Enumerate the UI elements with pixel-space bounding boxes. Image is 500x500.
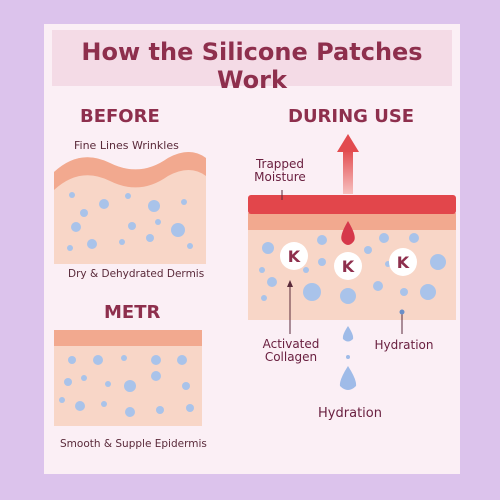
during-bubbles-bubble xyxy=(420,284,436,300)
after-bubbles-bubble xyxy=(101,401,107,407)
during-heading: DURING USE xyxy=(288,106,415,127)
before-bubbles-bubble xyxy=(128,222,136,230)
before-bubbles-bubble xyxy=(181,199,187,205)
title-band xyxy=(52,30,452,86)
after-bubbles-bubble xyxy=(68,356,76,364)
before-bubbles xyxy=(67,192,193,251)
after-bubbles-bubble xyxy=(177,355,187,365)
after-bubbles-bubble xyxy=(151,371,161,381)
after-bubbles-bubble xyxy=(75,401,85,411)
during-bubbles-bubble xyxy=(303,267,309,273)
k-markers: K K K xyxy=(280,242,417,280)
before-bubbles-bubble xyxy=(155,219,161,225)
before-bubbles-bubble xyxy=(71,222,81,232)
activated-collagen-label: Activated Collagen xyxy=(262,337,320,364)
after-bottom-label: Smooth & Supple Epidermis xyxy=(60,438,207,450)
silicone-layer xyxy=(248,195,456,214)
after-bubbles-bubble xyxy=(64,378,72,386)
moisture-arrow xyxy=(337,134,359,194)
during-bubbles-bubble xyxy=(261,295,267,301)
hydration-side-label: Hydration xyxy=(374,338,434,352)
during-bubbles-bubble xyxy=(317,235,327,245)
before-top-label: Fine Lines Wrinkles xyxy=(74,139,179,152)
before-heading: BEFORE xyxy=(80,106,160,127)
after-bubbles-bubble xyxy=(81,375,87,381)
after-bubbles xyxy=(59,355,194,417)
after-bubbles-bubble xyxy=(121,355,127,361)
during-bubbles-bubble xyxy=(267,277,277,287)
before-bubbles-bubble xyxy=(99,199,109,209)
before-bubbles-bubble xyxy=(80,209,88,217)
after-bubbles-bubble xyxy=(105,381,111,387)
diagram-title: How the Silicone Patches Work xyxy=(81,38,423,94)
during-bubbles-bubble xyxy=(430,254,446,270)
before-bubbles-bubble xyxy=(146,234,154,242)
after-bubbles-bubble xyxy=(182,382,190,390)
after-bubbles-bubble xyxy=(93,355,103,365)
after-bubbles-bubble xyxy=(156,406,164,414)
before-bubbles-bubble xyxy=(67,245,73,251)
moisture-drop xyxy=(341,221,355,245)
during-bubbles-bubble xyxy=(318,258,326,266)
during-bubbles-bubble xyxy=(262,242,274,254)
before-bottom-label: Dry & Dehydrated Dermis xyxy=(68,268,205,280)
k-marker-2: K xyxy=(342,257,355,276)
before-bubbles-bubble xyxy=(119,239,125,245)
k-marker-3: K xyxy=(397,253,410,272)
during-bubbles-bubble xyxy=(400,288,408,296)
before-bubbles-bubble xyxy=(187,243,193,249)
after-bubbles-bubble xyxy=(125,407,135,417)
during-bubbles-bubble xyxy=(340,288,356,304)
during-bubbles xyxy=(259,233,446,304)
after-bubbles-bubble xyxy=(59,397,65,403)
trapped-moisture-label: Trapped Moisture xyxy=(254,157,306,184)
after-bubbles-bubble xyxy=(124,380,136,392)
hydration-bottom-label: Hydration xyxy=(318,406,382,421)
after-bubbles-bubble xyxy=(151,355,161,365)
before-bubbles-bubble xyxy=(125,193,131,199)
k-marker-1: K xyxy=(288,247,301,266)
during-bubbles-bubble xyxy=(364,246,372,254)
during-bubbles-bubble xyxy=(303,283,321,301)
during-bubbles-bubble xyxy=(259,267,265,273)
falling-drops xyxy=(339,326,357,390)
after-heading: METR xyxy=(104,302,161,323)
before-bubbles-bubble xyxy=(148,200,160,212)
after-bubbles-bubble xyxy=(186,404,194,412)
before-skin-block xyxy=(54,152,206,264)
during-bubbles-bubble xyxy=(373,281,383,291)
before-bubbles-bubble xyxy=(87,239,97,249)
during-bubbles-bubble xyxy=(409,233,419,243)
before-bubbles-bubble xyxy=(69,192,75,198)
during-bubbles-bubble xyxy=(379,233,389,243)
before-bubbles-bubble xyxy=(171,223,185,237)
